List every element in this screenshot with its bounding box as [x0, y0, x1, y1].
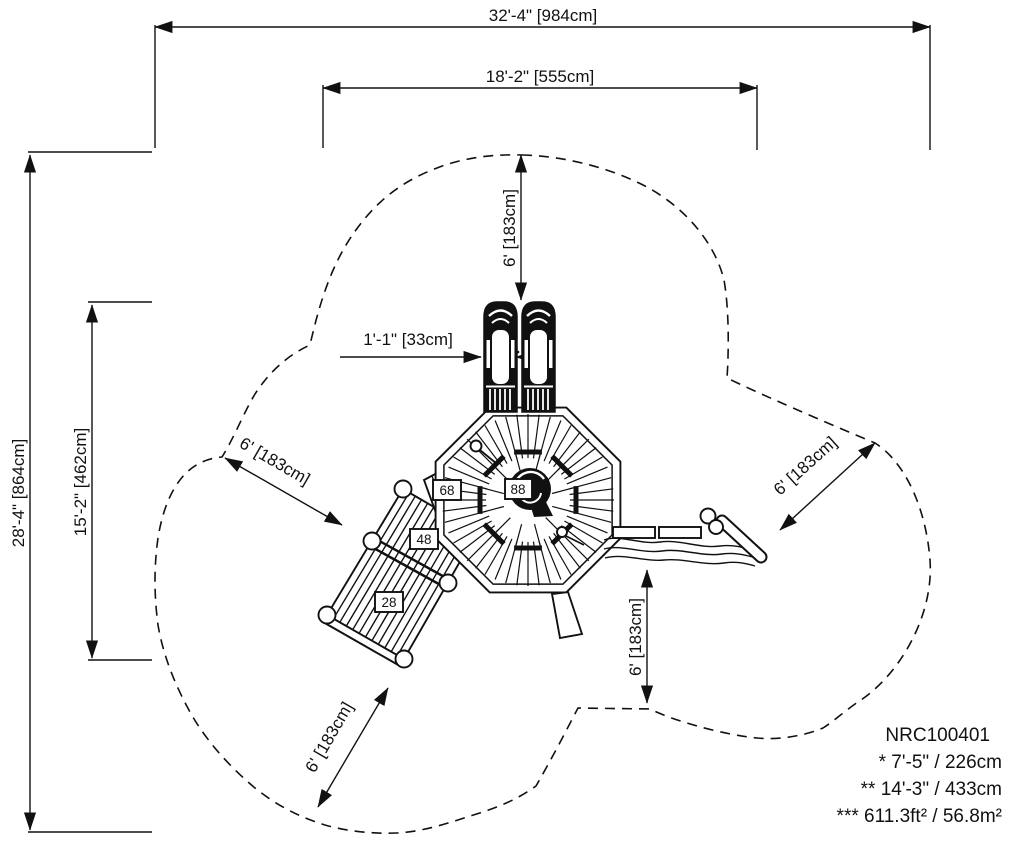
deck-label-68: 68: [432, 479, 462, 501]
deck-label-88: 88: [504, 478, 533, 500]
playground-structure: 68 88 48 28: [317, 301, 768, 669]
deck-28-text: 28: [381, 595, 396, 610]
exit-step: [550, 590, 584, 640]
structure-width-label: 18'-2" [555cm]: [486, 67, 595, 86]
tower-deck: [434, 406, 622, 640]
dimension-use-zone-right: 6' [183cm]: [770, 433, 876, 531]
use-zone-left-label: 6' [183cm]: [236, 434, 313, 489]
use-zone-right-label: 6' [183cm]: [770, 433, 841, 499]
double-slide: [483, 301, 556, 413]
note-height2: ** 14'-3" / 433cm: [861, 779, 1002, 800]
dimension-use-zone-bottom: 6' [183cm]: [626, 569, 654, 704]
part-number: NRC100401: [885, 725, 990, 746]
slide-width-label: 1'-1" [33cm]: [363, 330, 453, 349]
notes-block: NRC100401 * 7'-5" / 226cm ** 14'-3" / 43…: [837, 725, 1002, 827]
ramp-post: [317, 605, 337, 625]
note-height1: * 7'-5" / 226cm: [879, 752, 1002, 773]
note-area: *** 611.3ft² / 56.8m²: [837, 806, 1002, 827]
ramp-post: [393, 479, 413, 499]
handhold-post: [708, 519, 724, 535]
use-zone-top-label: 6' [183cm]: [500, 189, 519, 267]
dimension-use-zone-left: 6' [183cm]: [224, 434, 343, 526]
overall-depth-label: 28'-4" [864cm]: [9, 439, 28, 548]
dimension-overall-width: 32'-4" [984cm]: [154, 6, 931, 150]
structure-depth-label: 15'-2" [462cm]: [71, 428, 90, 537]
use-zone-bottom-label: 6' [183cm]: [626, 598, 645, 676]
wave-slide-arm: [603, 507, 768, 567]
handhold-post: [699, 507, 717, 525]
deck-68-text: 68: [439, 483, 454, 498]
dimension-structure-depth: 15'-2" [462cm]: [71, 301, 152, 661]
dimension-structure-width: 18'-2" [555cm]: [322, 67, 758, 150]
ramp-post: [438, 573, 458, 593]
use-zone-boundary: [154, 154, 932, 834]
deck-48-text: 48: [416, 532, 431, 547]
ramp-post: [394, 649, 414, 669]
deck-label-28: 28: [374, 591, 404, 613]
deck-88-text: 88: [510, 482, 525, 497]
deck-post: [469, 439, 483, 453]
overall-width-label: 32'-4" [984cm]: [489, 6, 598, 25]
dimension-use-zone-top: 6' [183cm]: [500, 154, 528, 301]
use-zone-bottom-left-label: 6' [183cm]: [302, 699, 357, 776]
deck-label-48: 48: [409, 528, 439, 550]
deck-post: [556, 526, 568, 538]
ramp-post: [362, 531, 382, 551]
dimension-overall-depth: 28'-4" [864cm]: [9, 151, 152, 833]
dimension-use-zone-bottom-left: 6' [183cm]: [302, 687, 389, 808]
